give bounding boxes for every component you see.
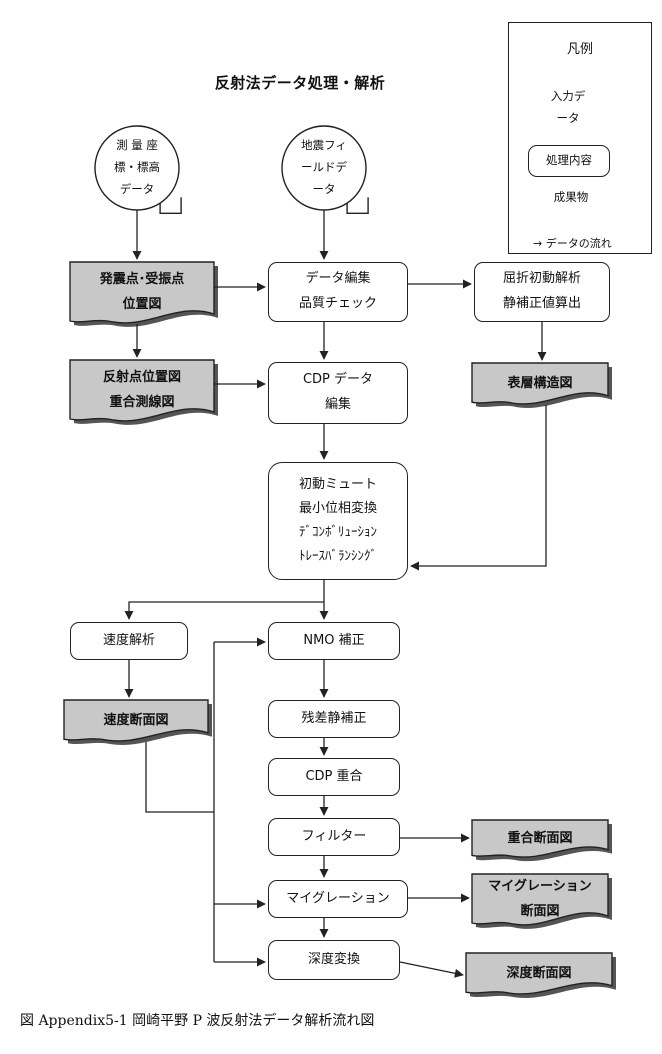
process-line: CDP 重合 [305, 768, 363, 784]
process-line: マイグレーション [286, 890, 390, 906]
process-line: 深度変換 [307, 951, 360, 967]
product-stack-section: 重合断面図 [472, 820, 608, 858]
input-line: 地震フィ [301, 138, 347, 153]
product-line: 断面図 [520, 904, 560, 919]
product-line: 表層構造図 [507, 375, 573, 391]
legend-product-label: 成果物 [553, 190, 589, 205]
input-field-data: 地震フィ ールドデ ータ [282, 126, 366, 210]
legend-title: 凡例 [566, 42, 593, 57]
edge-depth-to-section [399, 961, 464, 978]
input-survey-data: 測 量 座 標・標高 データ [95, 126, 179, 210]
legend-frame [508, 22, 652, 254]
process-cdp-stack: CDP 重合 [268, 758, 400, 796]
process-line: NMO 補正 [303, 632, 365, 648]
process-line: 最小位相変換 [298, 500, 377, 516]
doc-depth-shape [465, 952, 613, 995]
process-line: ﾄﾚｰｽﾊﾞﾗﾝｼﾝｸﾞ [299, 549, 377, 565]
doc-shot-receiver-shape [69, 261, 215, 324]
product-velocity-section: 速度断面図 [64, 700, 208, 742]
product-surface-structure-map: 表層構造図 [472, 363, 608, 405]
edge-surface-to-pre [410, 405, 547, 571]
doc-migration-shape [471, 873, 609, 926]
product-migration-section: マイグレーション 断面図 [472, 874, 608, 926]
legend-process-label: 処理内容 [546, 153, 592, 168]
process-refraction-analysis: 屈折初動解析 静補正値算出 [474, 262, 610, 322]
input-line: ールドデ [301, 160, 347, 175]
product-line: 速度断面図 [103, 712, 169, 728]
process-line: 編集 [324, 397, 351, 412]
process-cdp-data-edit: CDP データ 編集 [268, 362, 408, 424]
product-line: 深度断面図 [506, 965, 572, 981]
doc-surface-shape [471, 362, 609, 405]
doc-reflection-shape [69, 359, 215, 422]
legend-input-node: 入力デ ータ [530, 70, 606, 146]
product-line: 反射点位置図 [102, 370, 181, 386]
legend-product-node: 成果物 [528, 182, 614, 214]
process-residual-statics: 残差静補正 [268, 700, 400, 738]
process-data-edit: データ編集 品質チェック [268, 262, 408, 322]
legend-input-line: ータ [556, 111, 580, 125]
process-line: CDP データ [302, 372, 374, 388]
edge-pre-to-velocity [124, 601, 324, 620]
input-line: ータ [312, 181, 336, 196]
input-line: データ [119, 181, 155, 196]
edge-velocity-section-out [145, 742, 214, 813]
process-velocity-analysis: 速度解析 [70, 622, 188, 660]
process-preprocessing: 初動ミュート 最小位相変換 ﾃﾞｺﾝﾎﾞﾘｭｰｼｮﾝ ﾄﾚｰｽﾊﾞﾗﾝｼﾝｸﾞ [268, 462, 408, 580]
product-reflection-point-map: 反射点位置図 重合測線図 [70, 360, 214, 422]
input-field-tail [346, 197, 369, 215]
input-line: 測 量 座 [116, 138, 158, 153]
input-line: 標・標高 [114, 160, 160, 175]
product-line: 重合測線図 [109, 395, 175, 410]
process-depth-conversion: 深度変換 [268, 940, 400, 980]
diagram-title: 反射法データ処理・解析 [214, 74, 386, 92]
product-shot-receiver-map: 発震点･受振点 位置図 [70, 262, 214, 324]
doc-velocity-shape [63, 699, 209, 742]
product-line: 重合断面図 [507, 830, 573, 846]
process-line: 品質チェック [298, 296, 377, 311]
process-migration: マイグレーション [268, 880, 408, 918]
doc-stack-shape [471, 819, 609, 858]
product-line: 位置図 [122, 297, 162, 312]
process-filter: フィルター [268, 818, 400, 856]
process-nmo-correction: NMO 補正 [268, 622, 400, 660]
process-line: フィルター [301, 828, 367, 844]
process-line: 屈折初動解析 [502, 271, 581, 287]
legend-flow-label: → データの流れ [533, 237, 612, 250]
input-survey-tail [159, 197, 182, 215]
product-depth-section: 深度断面図 [466, 953, 612, 995]
legend-input-line: 入力デ [550, 89, 586, 104]
process-line: 残差静補正 [301, 710, 367, 726]
process-line: 初動ミュート [298, 476, 377, 492]
product-line: 発震点･受振点 [99, 272, 185, 288]
product-line: マイグレーション [488, 879, 592, 895]
legend-process-node: 処理内容 [528, 145, 610, 177]
process-line: 速度解析 [102, 632, 155, 648]
process-line: ﾃﾞｺﾝﾎﾞﾘｭｰｼｮﾝ [299, 525, 377, 540]
process-line: データ編集 [305, 271, 371, 287]
process-line: 静補正値算出 [502, 296, 581, 311]
figure-caption: 図 Appendix5-1 岡崎平野 P 波反射法データ解析流れ図 [20, 1013, 375, 1029]
